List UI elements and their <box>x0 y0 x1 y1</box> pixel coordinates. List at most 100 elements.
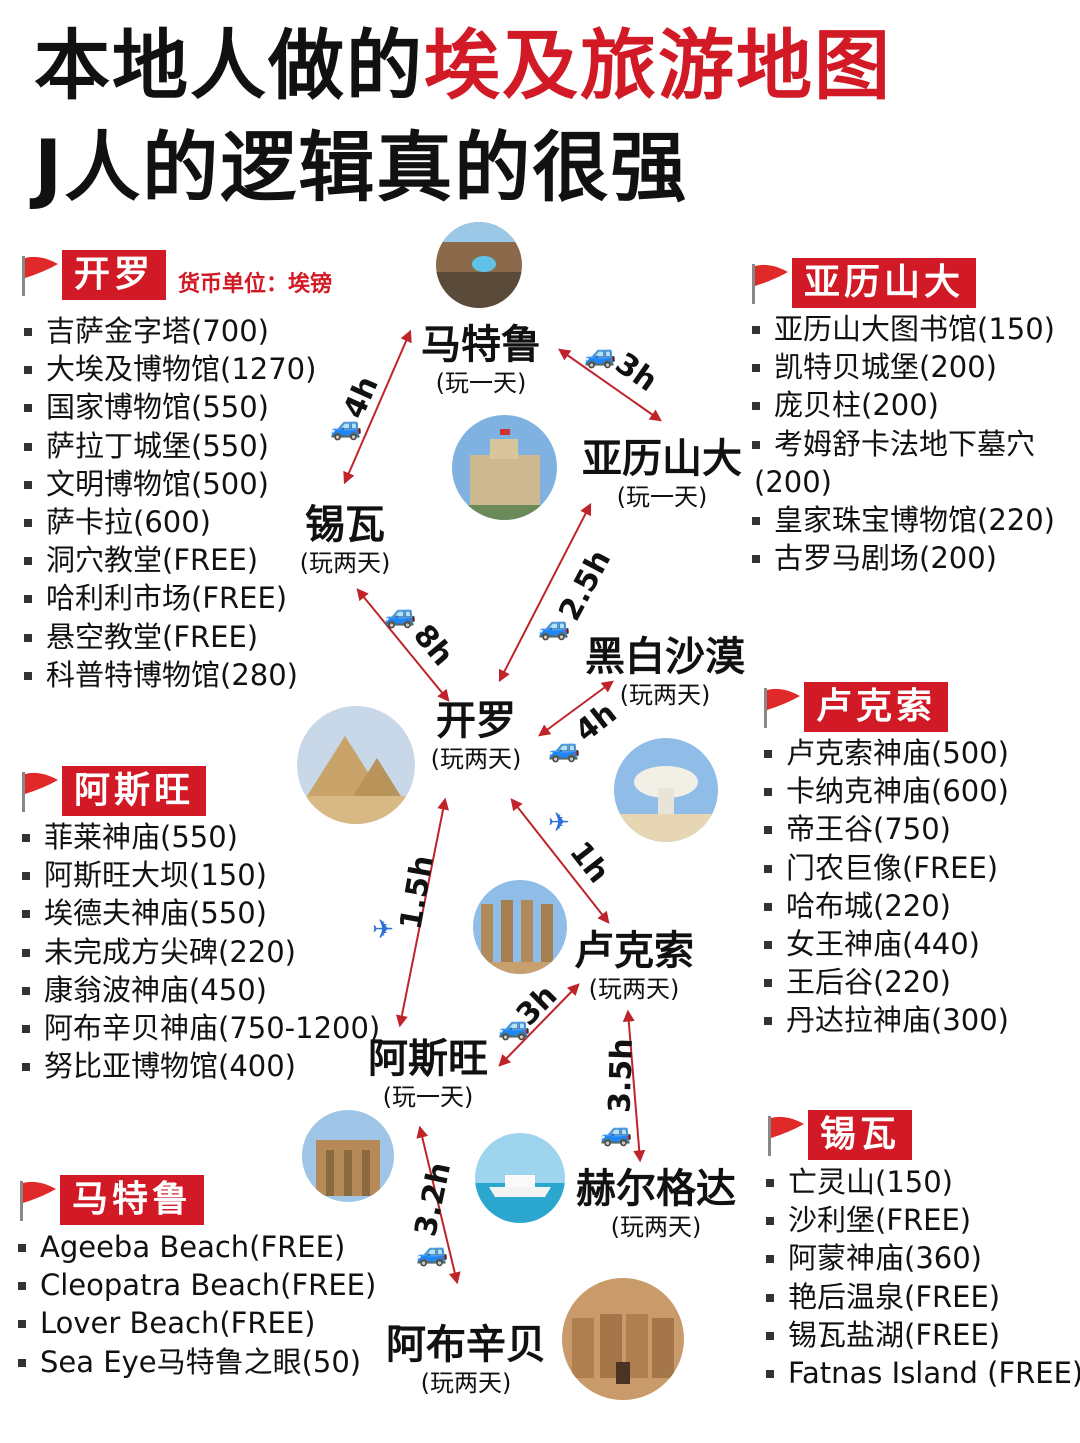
cairo-attraction-list: 吉萨金字塔(700)大埃及博物馆(1270)国家博物馆(550)萨拉丁城堡(55… <box>20 312 316 694</box>
luxor-photo <box>473 880 567 974</box>
list-item: 阿蒙神庙(360) <box>762 1239 1080 1277</box>
list-item: 悬空教堂(FREE) <box>20 618 316 656</box>
list-item: 文明博物馆(500) <box>20 465 316 503</box>
list-item: 帝王谷(750) <box>760 810 1009 848</box>
list-item: 沙利堡(FREE) <box>762 1201 1080 1239</box>
list-item: 萨卡拉(600) <box>20 503 316 541</box>
list-item: 古罗马剧场(200) <box>748 539 1055 577</box>
list-item: 哈布城(220) <box>760 887 1009 925</box>
list-item: 门农巨像(FREE) <box>760 849 1009 887</box>
page-title: 本地人做的埃及旅游地图 <box>34 28 892 104</box>
car-icon: 🚙 <box>548 734 581 764</box>
list-item: 科普特博物馆(280) <box>20 656 316 694</box>
node-alexandria: 亚历山大(玩一天) <box>582 436 742 511</box>
node-hurghada: 赫尔格达(玩两天) <box>576 1166 736 1241</box>
section-title: 马特鲁 <box>60 1175 205 1225</box>
section-title: 亚历山大 <box>792 258 977 308</box>
node-abusimbel: 阿布辛贝(玩两天) <box>386 1322 546 1397</box>
route-siwa-cairo <box>356 588 450 702</box>
list-item: Fatnas Island (FREE) <box>762 1354 1080 1392</box>
route-luxor-hurghada <box>622 1009 646 1163</box>
car-icon: 🚙 <box>498 1012 531 1042</box>
matruh-photo <box>436 222 522 308</box>
node-aswan: 阿斯旺(玩一天) <box>368 1036 488 1111</box>
car-icon: 🚙 <box>416 1238 449 1268</box>
node-desert: 黑白沙漠(玩两天) <box>585 634 745 709</box>
list-item: 亡灵山(150) <box>762 1163 1080 1201</box>
flag-icon <box>20 1181 56 1221</box>
car-icon: 🚙 <box>600 1118 633 1148</box>
route-cairo-luxor <box>510 798 610 924</box>
currency-note: 货币单位：埃镑 <box>178 272 333 297</box>
hurghada-photo <box>475 1133 565 1223</box>
list-item: 未完成方尖碑(220) <box>18 933 380 971</box>
route-cairo-aswan <box>395 797 450 1028</box>
list-item: 洞穴教堂(FREE) <box>20 541 316 579</box>
flag-icon <box>764 688 800 728</box>
list-item: 吉萨金字塔(700) <box>20 312 316 350</box>
list-item: 女王神庙(440) <box>760 925 1009 963</box>
section-alexandria-header: 亚历山大 <box>744 258 977 308</box>
list-item: 哈利利市场(FREE) <box>20 579 316 617</box>
matruh-attraction-list: Ageeba Beach(FREE)Cleopatra Beach(FREE)L… <box>14 1228 376 1381</box>
section-luxor-header: 卢克索 <box>756 682 949 732</box>
list-item: 大埃及博物馆(1270) <box>20 350 316 388</box>
section-matruh-header: 马特鲁 <box>12 1175 205 1225</box>
flag-icon <box>22 256 58 296</box>
route-aswan-abusimbel <box>416 1125 461 1285</box>
list-item: 丹达拉神庙(300) <box>760 1001 1009 1039</box>
list-item: 阿斯旺大坝(150) <box>18 856 380 894</box>
list-item: Ageeba Beach(FREE) <box>14 1228 376 1266</box>
flag-icon <box>768 1116 804 1156</box>
list-item: 国家博物馆(550) <box>20 388 316 426</box>
route-cairo-desert <box>538 680 614 737</box>
flag-icon <box>752 264 788 304</box>
aswan-photo <box>302 1110 394 1202</box>
page-subtitle: J人的逻辑真的很强 <box>34 123 689 212</box>
section-title: 开罗 <box>62 250 167 300</box>
flag-icon <box>22 772 58 812</box>
list-item: 努比亚博物馆(400) <box>18 1047 380 1085</box>
car-icon: 🚙 <box>330 412 363 442</box>
list-item: Cleopatra Beach(FREE) <box>14 1266 376 1304</box>
list-item: Lover Beach(FREE) <box>14 1304 376 1342</box>
route-siwa-matruh <box>343 329 412 485</box>
route-matruh-alexandria <box>558 348 662 422</box>
siwa-attraction-list: 亡灵山(150)沙利堡(FREE)阿蒙神庙(360)艳后温泉(FREE)锡瓦盐湖… <box>762 1163 1080 1392</box>
section-title: 阿斯旺 <box>62 766 207 816</box>
luxor-attraction-list: 卢克索神庙(500)卡纳克神庙(600)帝王谷(750)门农巨像(FREE)哈布… <box>760 734 1009 1040</box>
list-item: 卡纳克神庙(600) <box>760 772 1009 810</box>
alexandria-attraction-list: 亚历山大图书馆(150)凯特贝城堡(200)庞贝柱(200)考姆舒卡法地下墓穴(… <box>748 310 1055 577</box>
list-item: 艳后温泉(FREE) <box>762 1278 1080 1316</box>
list-item: 皇家珠宝博物馆(220) <box>748 501 1055 539</box>
list-item: 萨拉丁城堡(550) <box>20 427 316 465</box>
section-aswan-header: 阿斯旺 <box>14 766 207 816</box>
plane-icon: ✈ <box>548 808 570 838</box>
alexandria-photo <box>452 415 557 520</box>
plane-icon: ✈ <box>372 915 394 945</box>
aswan-attraction-list: 菲莱神庙(550)阿斯旺大坝(150)埃德夫神庙(550)未完成方尖碑(220)… <box>18 818 380 1085</box>
route-duration: 3.5h <box>602 1037 641 1114</box>
list-item: 阿布辛贝神庙(750-1200) <box>18 1009 380 1047</box>
list-item: 康翁波神庙(450) <box>18 971 380 1009</box>
abusimbel-photo <box>562 1278 684 1400</box>
list-item: 考姆舒卡法地下墓穴 <box>748 425 1055 463</box>
list-item: 亚历山大图书馆(150) <box>748 310 1055 348</box>
section-cairo-header: 开罗 <box>14 250 167 300</box>
section-title: 锡瓦 <box>808 1110 913 1160</box>
node-matruh: 马特鲁(玩一天) <box>421 322 541 397</box>
desert-photo <box>614 738 718 842</box>
title-part2: 埃及旅游地图 <box>424 21 892 110</box>
list-item: 王后谷(220) <box>760 963 1009 1001</box>
cairo-photo <box>297 706 415 824</box>
node-luxor: 卢克索(玩两天) <box>574 928 694 1003</box>
car-icon: 🚙 <box>384 600 417 630</box>
node-siwa: 锡瓦(玩两天) <box>299 502 391 577</box>
list-item: 锡瓦盐湖(FREE) <box>762 1316 1080 1354</box>
section-title: 卢克索 <box>804 682 949 732</box>
route-cairo-alexandria <box>498 502 592 683</box>
node-cairo: 开罗(玩两天) <box>430 698 522 773</box>
section-siwa-header: 锡瓦 <box>760 1110 913 1160</box>
list-item: (200) <box>754 464 832 499</box>
